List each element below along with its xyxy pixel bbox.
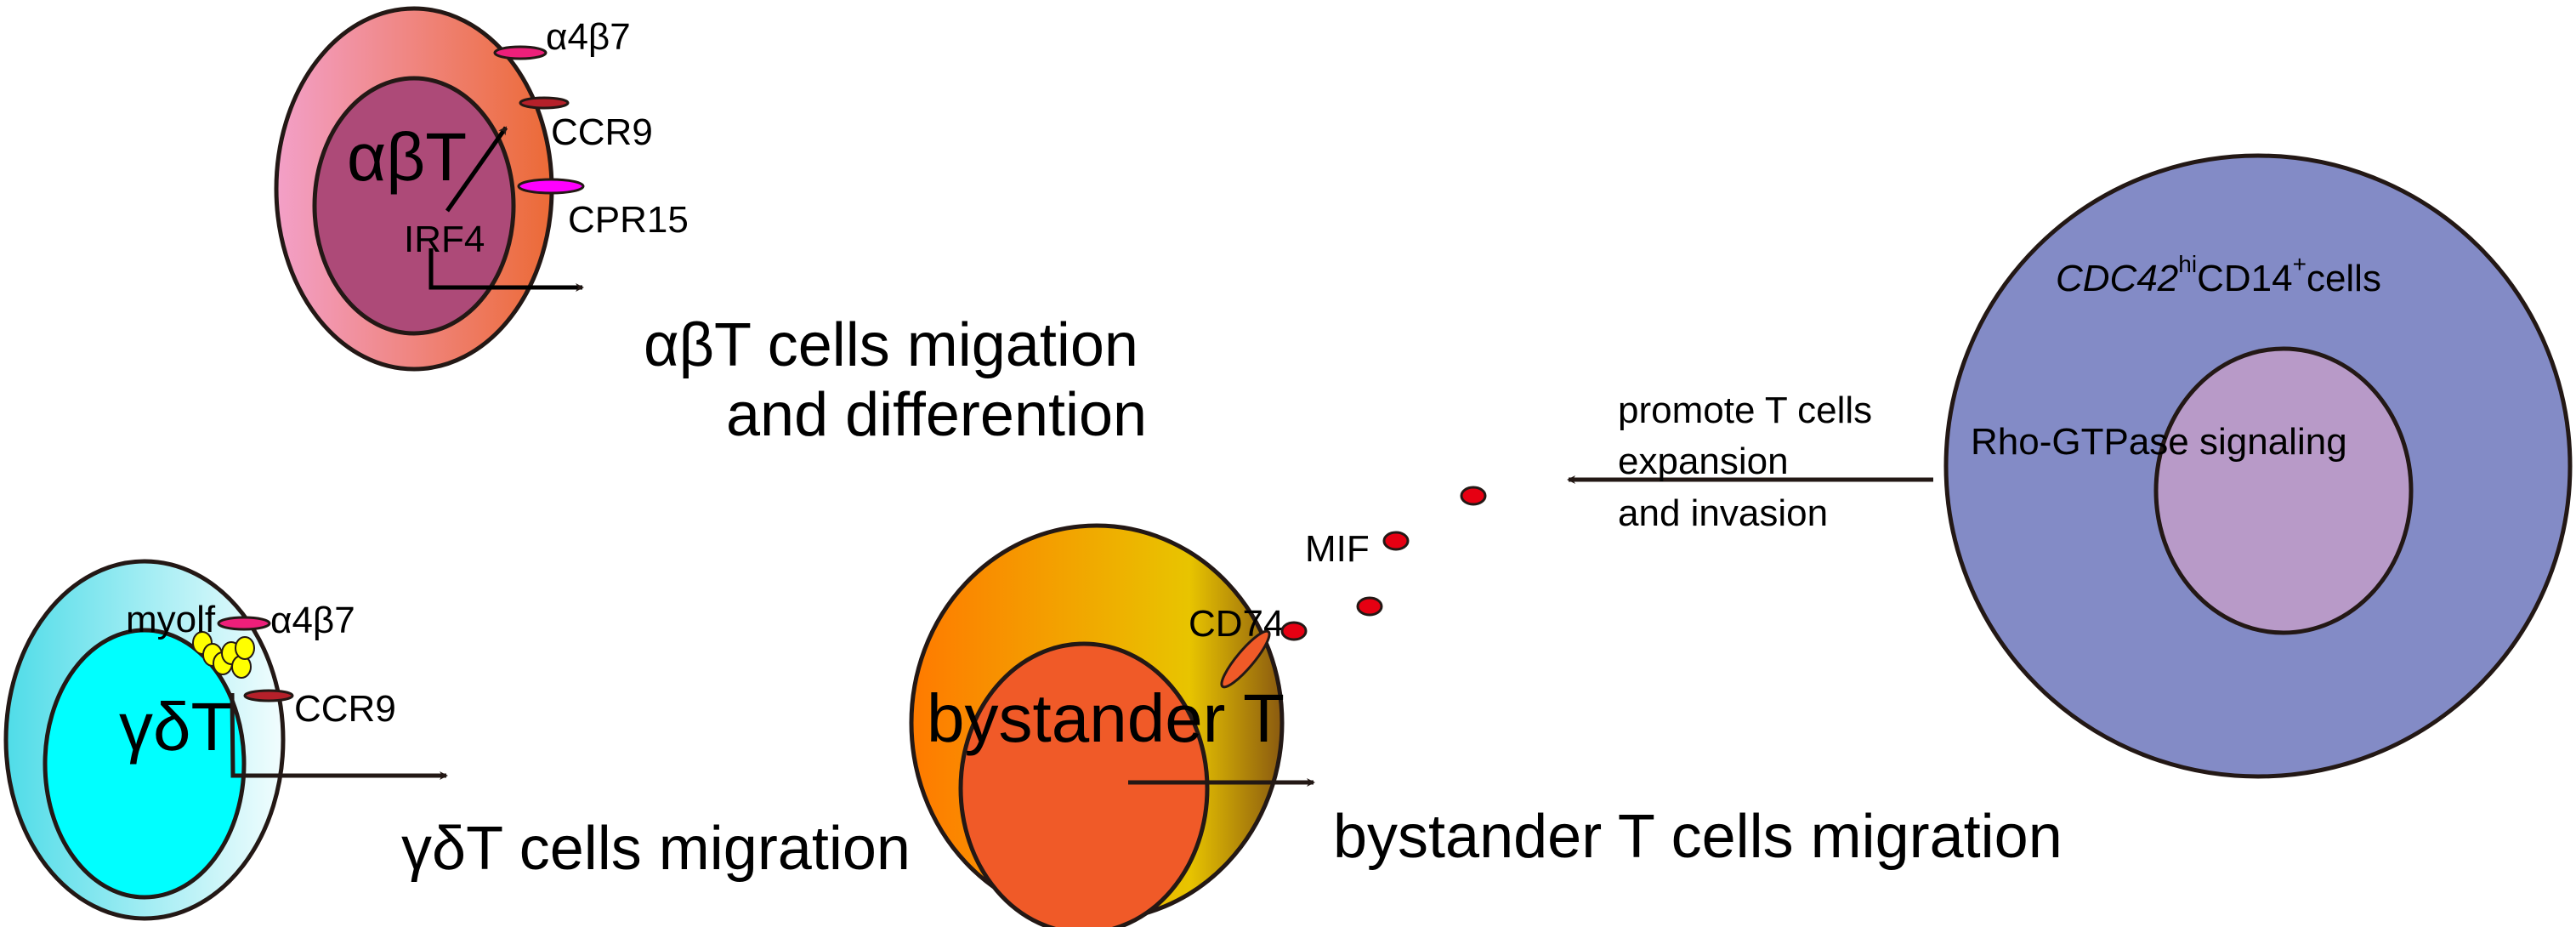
bystander-cell-label: bystander T [927, 680, 1285, 756]
ab-receptor-label-a4b7: α4β7 [546, 16, 631, 58]
monocyte-sup-plus: + [2293, 251, 2306, 277]
gd-receptor-label-a4b7: α4β7 [270, 600, 355, 641]
bystander-t-cell: CD74 MIF bystander T bystander T cells m… [909, 486, 2063, 927]
ab-receptor-a4b7 [493, 45, 548, 60]
gd-t-cell: myolf α4β7 CCR9 γδT γδT cells migration [3, 559, 911, 921]
gd-cell-label: γδT [119, 689, 232, 765]
pathway-label: Rho-GTPase signaling [1971, 421, 2347, 463]
gd-receptor-label-ccr9: CCR9 [294, 688, 396, 730]
mif-molecules [1280, 486, 1487, 641]
gd-factor-label: myolf [126, 599, 216, 640]
ab-outcome-line2: and differention [726, 381, 1147, 449]
ab-receptor-cpr15 [517, 178, 585, 195]
effect-line-2: expansion [1618, 441, 1789, 482]
monocyte-name: CDC42hiCD14+cells [2056, 251, 2381, 299]
ab-factor-label: IRF4 [404, 219, 485, 260]
gd-receptor-a4b7 [217, 616, 271, 631]
monocyte-tail: cells [2306, 258, 2381, 299]
effect-line-3: and invasion [1618, 492, 1828, 534]
ab-migration-arrow [428, 248, 584, 292]
ab-cell-nucleus [312, 76, 516, 336]
bystander-cell-nucleus [958, 641, 1210, 927]
cd74-receptor [1220, 629, 1271, 689]
monocyte-gene: CDC42 [2056, 258, 2178, 299]
gd-migration-arrow [230, 692, 448, 780]
ab-receptor-ccr9 [519, 96, 570, 110]
cdc42-cd14-cell: CDC42hiCD14+cells Rho-GTPase signaling p… [1567, 153, 2573, 779]
cd74-label: CD74 [1189, 603, 1285, 645]
ab-receptor-label-ccr9: CCR9 [551, 111, 653, 153]
gd-outcome: γδT cells migration [401, 815, 911, 883]
gd-receptor-ccr9 [243, 689, 294, 702]
effect-line-1: promote T cells [1618, 390, 1872, 431]
ab-cell-label: αβT [347, 119, 467, 195]
monocyte-marker: CD14 [2197, 258, 2293, 299]
monocyte-sup-hi: hi [2178, 251, 2197, 277]
gd-cell-nucleus [43, 628, 247, 900]
ab-outcome-line1: αβT cells migation [644, 311, 1138, 379]
ab-arrow-to-receptors [445, 126, 508, 213]
monocyte-nucleus [2153, 346, 2414, 635]
ab-t-cell: α4β7 CCR9 CPR15 αβT IRF4 αβT cells migat… [274, 6, 1147, 449]
bystander-outcome: bystander T cells migration [1333, 803, 2063, 871]
myolf-granules [192, 631, 255, 679]
ab-receptor-label-cpr15: CPR15 [568, 199, 689, 241]
mif-label: MIF [1305, 528, 1370, 570]
